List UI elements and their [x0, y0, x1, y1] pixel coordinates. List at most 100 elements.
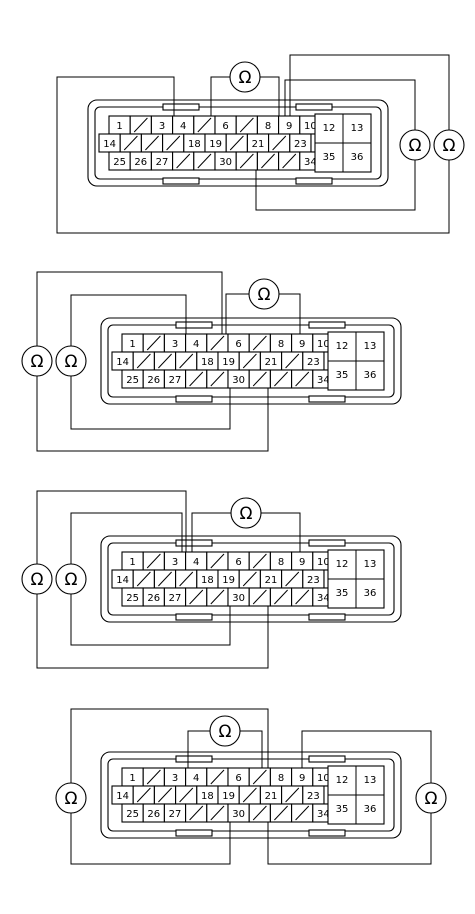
probe-lead	[191, 512, 231, 552]
blank-pin-slash	[252, 553, 267, 569]
blank-pin-slash	[133, 117, 148, 133]
pin-label-4: 4	[193, 773, 199, 784]
pin-label-4: 4	[180, 121, 186, 132]
pin-label-21: 21	[265, 791, 278, 802]
pin-label-27: 27	[156, 157, 169, 168]
blank-pin-slash	[252, 805, 267, 821]
blank-pin-slash	[285, 353, 300, 369]
blank-pin-slash	[229, 135, 244, 151]
pin-label-26: 26	[147, 375, 160, 386]
pin-label-1: 1	[129, 557, 135, 568]
probe-lead	[289, 54, 450, 130]
blank-pin-slash	[136, 353, 151, 369]
blank-pin-slash	[252, 769, 267, 785]
panel-2: 13468910111418192123252627303412133536ΩΩ…	[21, 271, 402, 452]
pin-label-30: 30	[232, 375, 245, 386]
probe-lead	[70, 813, 231, 865]
blank-pin-slash	[252, 371, 267, 387]
pin-label-3: 3	[172, 557, 178, 568]
probe-lead	[255, 160, 416, 211]
probe-lead	[284, 79, 416, 130]
pin-label-9: 9	[286, 121, 292, 132]
lock-tab	[162, 103, 200, 111]
probe-lead	[261, 512, 301, 552]
probe-lead	[210, 76, 230, 116]
pin-label-18: 18	[188, 139, 201, 150]
pin-label-18: 18	[201, 791, 214, 802]
pin-label-35: 35	[323, 152, 336, 163]
pin-label-19: 19	[209, 139, 222, 150]
pin-label-6: 6	[235, 557, 241, 568]
pin-label-34: 34	[317, 593, 330, 604]
pin-label-13: 13	[351, 123, 364, 134]
pin-label-21: 21	[265, 357, 278, 368]
blank-pin-slash	[145, 135, 159, 151]
pin-label-10: 10	[304, 121, 317, 132]
blank-pin-slash	[295, 805, 310, 821]
lock-tab	[308, 755, 346, 763]
blank-pin-slash	[197, 117, 212, 133]
blank-pin-slash	[158, 353, 172, 369]
pin-label-18: 18	[201, 357, 214, 368]
blank-pin-slash	[189, 371, 204, 387]
pin-label-25: 25	[113, 157, 126, 168]
blank-pin-slash	[189, 805, 204, 821]
blank-pin-slash	[295, 371, 310, 387]
pin-label-34: 34	[317, 375, 330, 386]
pin-label-35: 35	[336, 588, 349, 599]
probe-lead	[301, 730, 432, 783]
pin-label-3: 3	[159, 121, 165, 132]
blank-pin-slash	[210, 335, 225, 351]
blank-pin-slash	[146, 769, 161, 785]
blank-pin-slash	[210, 769, 225, 785]
blank-pin-slash	[272, 135, 287, 151]
pin-label-27: 27	[169, 375, 182, 386]
blank-pin-slash	[197, 153, 212, 169]
lock-tab	[308, 321, 346, 329]
pin-label-1: 1	[129, 773, 135, 784]
blank-pin-slash	[274, 371, 288, 387]
probe-lead	[70, 708, 269, 783]
pin-label-19: 19	[222, 791, 235, 802]
blank-pin-slash	[210, 371, 225, 387]
pin-label-3: 3	[172, 773, 178, 784]
lock-tab	[175, 755, 213, 763]
blank-pin-slash	[146, 553, 161, 569]
ohm-symbol: Ω	[65, 352, 78, 372]
blank-pin-slash	[239, 117, 254, 133]
pin-label-34: 34	[304, 157, 317, 168]
probe-lead	[225, 293, 249, 334]
blank-pin-slash	[285, 787, 300, 803]
pin-label-25: 25	[126, 809, 139, 820]
pin-label-14: 14	[103, 139, 116, 150]
blank-pin-slash	[252, 589, 267, 605]
pin-label-23: 23	[307, 575, 320, 586]
lock-tab	[295, 103, 333, 111]
ohm-symbol: Ω	[219, 722, 232, 742]
lock-tab	[175, 395, 213, 403]
lock-tab	[162, 177, 200, 185]
pin-label-30: 30	[219, 157, 232, 168]
pin-label-12: 12	[336, 341, 349, 352]
pin-label-25: 25	[126, 375, 139, 386]
lock-tab	[295, 177, 333, 185]
lock-tab	[308, 613, 346, 621]
probe-lead	[36, 376, 269, 452]
probe-lead	[70, 294, 187, 346]
blank-pin-slash	[242, 571, 257, 587]
panel-1: 13468910111418192123252627303412133536ΩΩ…	[56, 54, 465, 234]
ohm-symbol: Ω	[425, 789, 438, 809]
ohm-symbol: Ω	[258, 285, 271, 305]
blank-pin-slash	[189, 589, 204, 605]
pin-label-6: 6	[222, 121, 228, 132]
pin-label-35: 35	[336, 804, 349, 815]
pin-label-36: 36	[364, 588, 377, 599]
ohm-symbol: Ω	[31, 570, 44, 590]
pin-label-8: 8	[278, 773, 284, 784]
probe-lead	[279, 293, 301, 334]
panel-4: 13468910111418192123252627303412133536ΩΩ…	[55, 708, 447, 865]
pin-label-3: 3	[172, 339, 178, 350]
pin-label-10: 10	[317, 773, 330, 784]
pin-label-18: 18	[201, 575, 214, 586]
